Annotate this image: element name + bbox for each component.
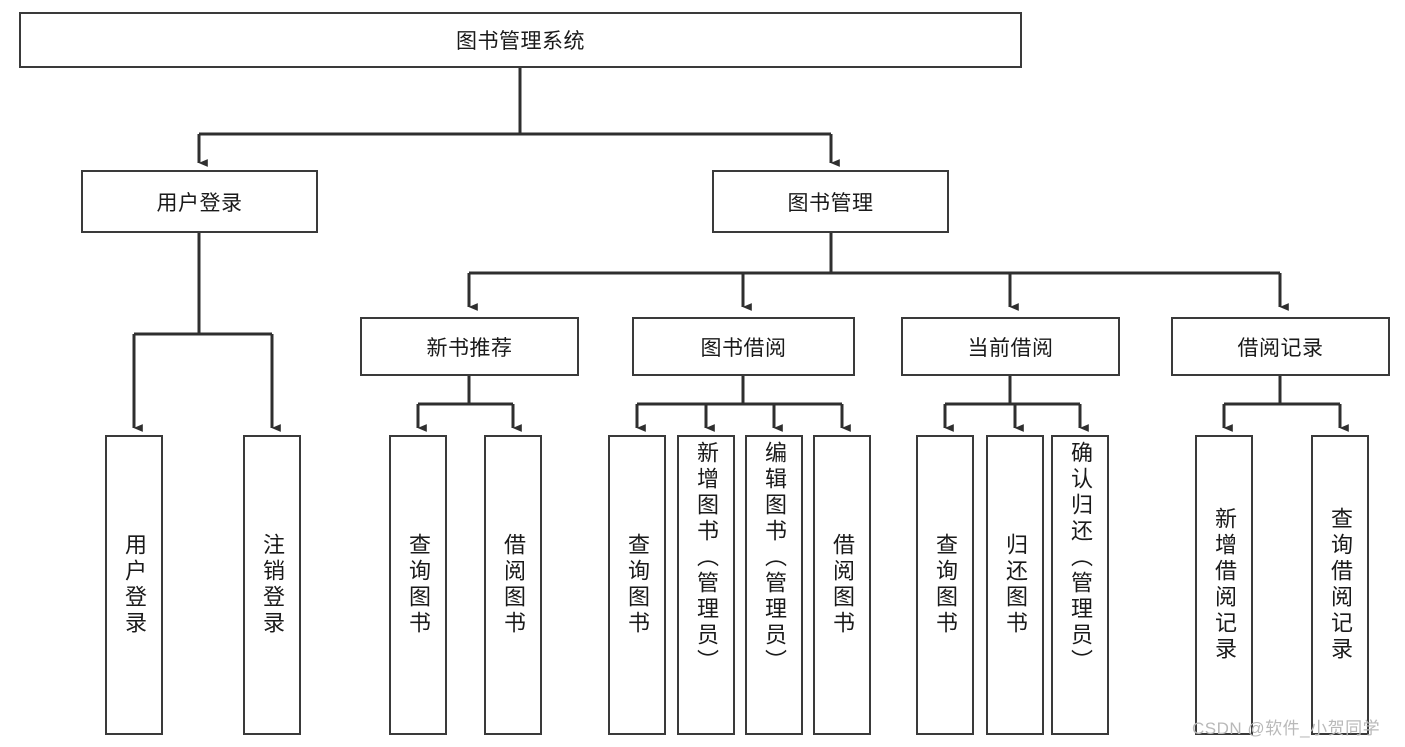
node-leaf-borrow-book-2[interactable]: 借阅图书 [813, 435, 871, 735]
node-leaf-return-book[interactable]: 归还图书 [986, 435, 1044, 735]
node-leaf-borrow-book-1[interactable]: 借阅图书 [484, 435, 542, 735]
node-leaf-query-book-3[interactable]: 查询图书 [916, 435, 974, 735]
node-new-book-recommend[interactable]: 新书推荐 [360, 317, 579, 376]
node-borrow-record[interactable]: 借阅记录 [1171, 317, 1390, 376]
node-leaf-query-borrow-record[interactable]: 查询借阅记录 [1311, 435, 1369, 735]
node-book-borrow[interactable]: 图书借阅 [632, 317, 855, 376]
node-label: 查询图书 [625, 533, 650, 637]
node-leaf-edit-book[interactable]: 编辑图书（管理员） [745, 435, 803, 735]
node-label: 编辑图书（管理员） [762, 441, 787, 675]
node-label: 查询图书 [406, 533, 431, 637]
node-current-borrow[interactable]: 当前借阅 [901, 317, 1120, 376]
node-label: 当前借阅 [967, 336, 1054, 360]
node-leaf-logout-login[interactable]: 注销登录 [243, 435, 301, 735]
node-label: 用户登录 [122, 533, 147, 637]
node-label: 图书管理 [787, 191, 874, 215]
node-leaf-query-book-2[interactable]: 查询图书 [608, 435, 666, 735]
node-label: 确认归还（管理员） [1068, 441, 1093, 675]
node-label: 图书管理系统 [456, 30, 585, 53]
node-label: 注销登录 [260, 533, 285, 637]
node-label: 查询借阅记录 [1328, 507, 1353, 663]
node-leaf-confirm-return[interactable]: 确认归还（管理员） [1051, 435, 1109, 735]
node-label: 新增借阅记录 [1212, 507, 1237, 663]
node-leaf-user-login[interactable]: 用户登录 [105, 435, 163, 735]
node-label: 新增图书（管理员） [694, 441, 719, 675]
node-book-manage[interactable]: 图书管理 [712, 170, 949, 233]
node-label: 归还图书 [1003, 533, 1028, 637]
node-label: 借阅记录 [1237, 336, 1324, 360]
node-label: 新书推荐 [426, 336, 513, 360]
node-label: 图书借阅 [700, 336, 787, 360]
node-root-system[interactable]: 图书管理系统 [19, 12, 1022, 68]
node-label: 用户登录 [156, 191, 243, 215]
node-leaf-add-borrow-record[interactable]: 新增借阅记录 [1195, 435, 1253, 735]
csdn-watermark: CSDN @软件_小贺同学 [1192, 719, 1381, 738]
node-leaf-query-book-1[interactable]: 查询图书 [389, 435, 447, 735]
node-leaf-add-book[interactable]: 新增图书（管理员） [677, 435, 735, 735]
node-user-login[interactable]: 用户登录 [81, 170, 318, 233]
node-label: 查询图书 [933, 533, 958, 637]
node-label: 借阅图书 [830, 533, 855, 637]
node-label: 借阅图书 [501, 533, 526, 637]
